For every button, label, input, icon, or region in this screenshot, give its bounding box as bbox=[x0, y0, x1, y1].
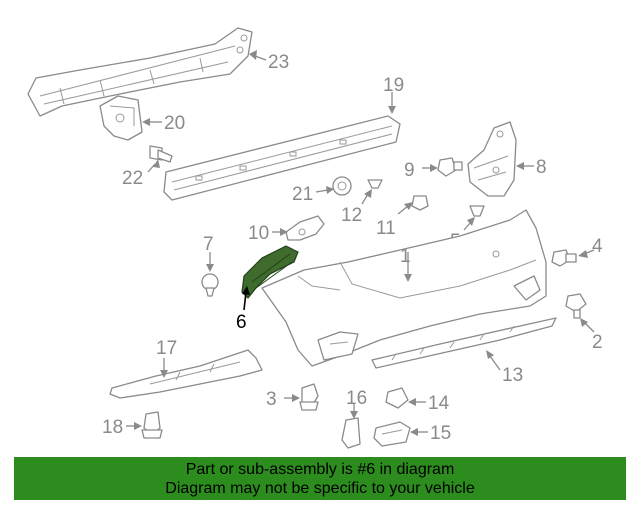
callout-10[interactable]: 10 bbox=[248, 223, 269, 244]
part-12-clip[interactable] bbox=[367, 179, 383, 189]
part-7-clip[interactable] bbox=[201, 273, 219, 297]
part-21-nut[interactable] bbox=[332, 176, 352, 196]
callout-9[interactable]: 9 bbox=[404, 160, 415, 181]
callout-16[interactable]: 16 bbox=[346, 388, 367, 409]
part-23-reinforcement[interactable] bbox=[27, 27, 253, 117]
callout-15[interactable]: 15 bbox=[430, 423, 451, 444]
callout-14[interactable]: 14 bbox=[428, 393, 450, 414]
callout-18[interactable]: 18 bbox=[102, 417, 123, 438]
part-8-side-bracket[interactable] bbox=[467, 121, 517, 197]
callout-20[interactable]: 20 bbox=[164, 113, 185, 134]
part-19-impact-beam[interactable] bbox=[163, 115, 401, 201]
notice-line-part: Part or sub-assembly is #6 in diagram bbox=[185, 461, 455, 478]
callout-3[interactable]: 3 bbox=[266, 389, 277, 410]
part-13-lower-molding[interactable] bbox=[371, 317, 557, 369]
part-1-bumper-cover[interactable] bbox=[261, 209, 547, 367]
part-15-lamp[interactable] bbox=[373, 421, 411, 447]
callout-7[interactable]: 7 bbox=[203, 234, 214, 255]
callout-6[interactable]: 6 bbox=[236, 312, 247, 333]
part-17-lower-cover[interactable] bbox=[109, 349, 263, 399]
part-4-bolt[interactable] bbox=[551, 249, 577, 267]
part-2-bolt[interactable] bbox=[565, 293, 587, 319]
part-9-clip[interactable] bbox=[437, 157, 463, 177]
part-22-bolt[interactable] bbox=[149, 145, 173, 163]
part-3-push-clip[interactable] bbox=[299, 383, 319, 411]
notice-line-disclaimer: Diagram may not be specific to your vehi… bbox=[165, 480, 475, 497]
callout-19[interactable]: 19 bbox=[383, 75, 404, 96]
exploded-parts-diagram: 23 20 22 19 8 9 bbox=[27, 27, 603, 449]
part-14-clip[interactable] bbox=[385, 387, 409, 409]
part-5-clip[interactable] bbox=[469, 205, 485, 217]
callout-2[interactable]: 2 bbox=[592, 332, 603, 353]
part-16-panel[interactable] bbox=[341, 417, 361, 449]
diagram-notice-banner: Part or sub-assembly is #6 in diagram Di… bbox=[14, 457, 626, 500]
callout-13[interactable]: 13 bbox=[502, 365, 523, 386]
part-18-push-clip[interactable] bbox=[141, 411, 163, 439]
callout-11[interactable]: 11 bbox=[376, 218, 396, 239]
part-10-bracket[interactable] bbox=[285, 215, 325, 241]
part-11-clip[interactable] bbox=[411, 195, 429, 211]
callout-21[interactable]: 21 bbox=[292, 184, 313, 205]
part-20-bracket[interactable] bbox=[99, 95, 143, 141]
callout-8[interactable]: 8 bbox=[536, 157, 547, 178]
callout-23[interactable]: 23 bbox=[268, 52, 289, 73]
callout-17[interactable]: 17 bbox=[156, 338, 177, 359]
callout-1[interactable]: 1 bbox=[400, 246, 411, 267]
callout-4[interactable]: 4 bbox=[592, 236, 603, 257]
callout-22[interactable]: 22 bbox=[122, 168, 143, 189]
callout-12[interactable]: 12 bbox=[341, 205, 362, 226]
